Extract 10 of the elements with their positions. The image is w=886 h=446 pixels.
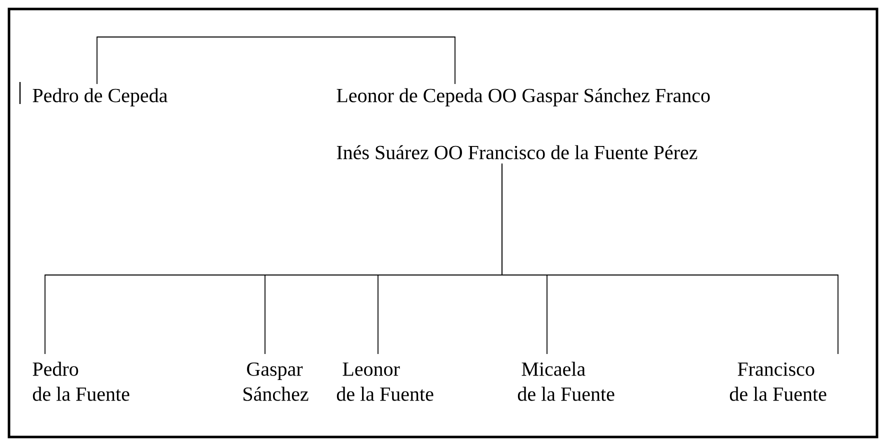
- descent-line: [502, 163, 838, 354]
- person-name: Leonor de Cepeda OO Gaspar Sánchez Franco: [336, 88, 710, 106]
- person-name: Pedro de la Fuente: [32, 362, 130, 401]
- person-name: Pedro de Cepeda: [32, 88, 168, 106]
- sibling-bracket: [96, 36, 456, 84]
- person-name: Gaspar Sánchez: [244, 362, 308, 401]
- person-name: Leonor de la Fuente: [336, 362, 434, 401]
- person-name: Inés Suárez OO Francisco de la Fuente Pérez: [336, 145, 698, 160]
- person-name: Micaela de la Fuente: [518, 362, 614, 401]
- person-name: Francisco de la Fuente: [730, 362, 826, 401]
